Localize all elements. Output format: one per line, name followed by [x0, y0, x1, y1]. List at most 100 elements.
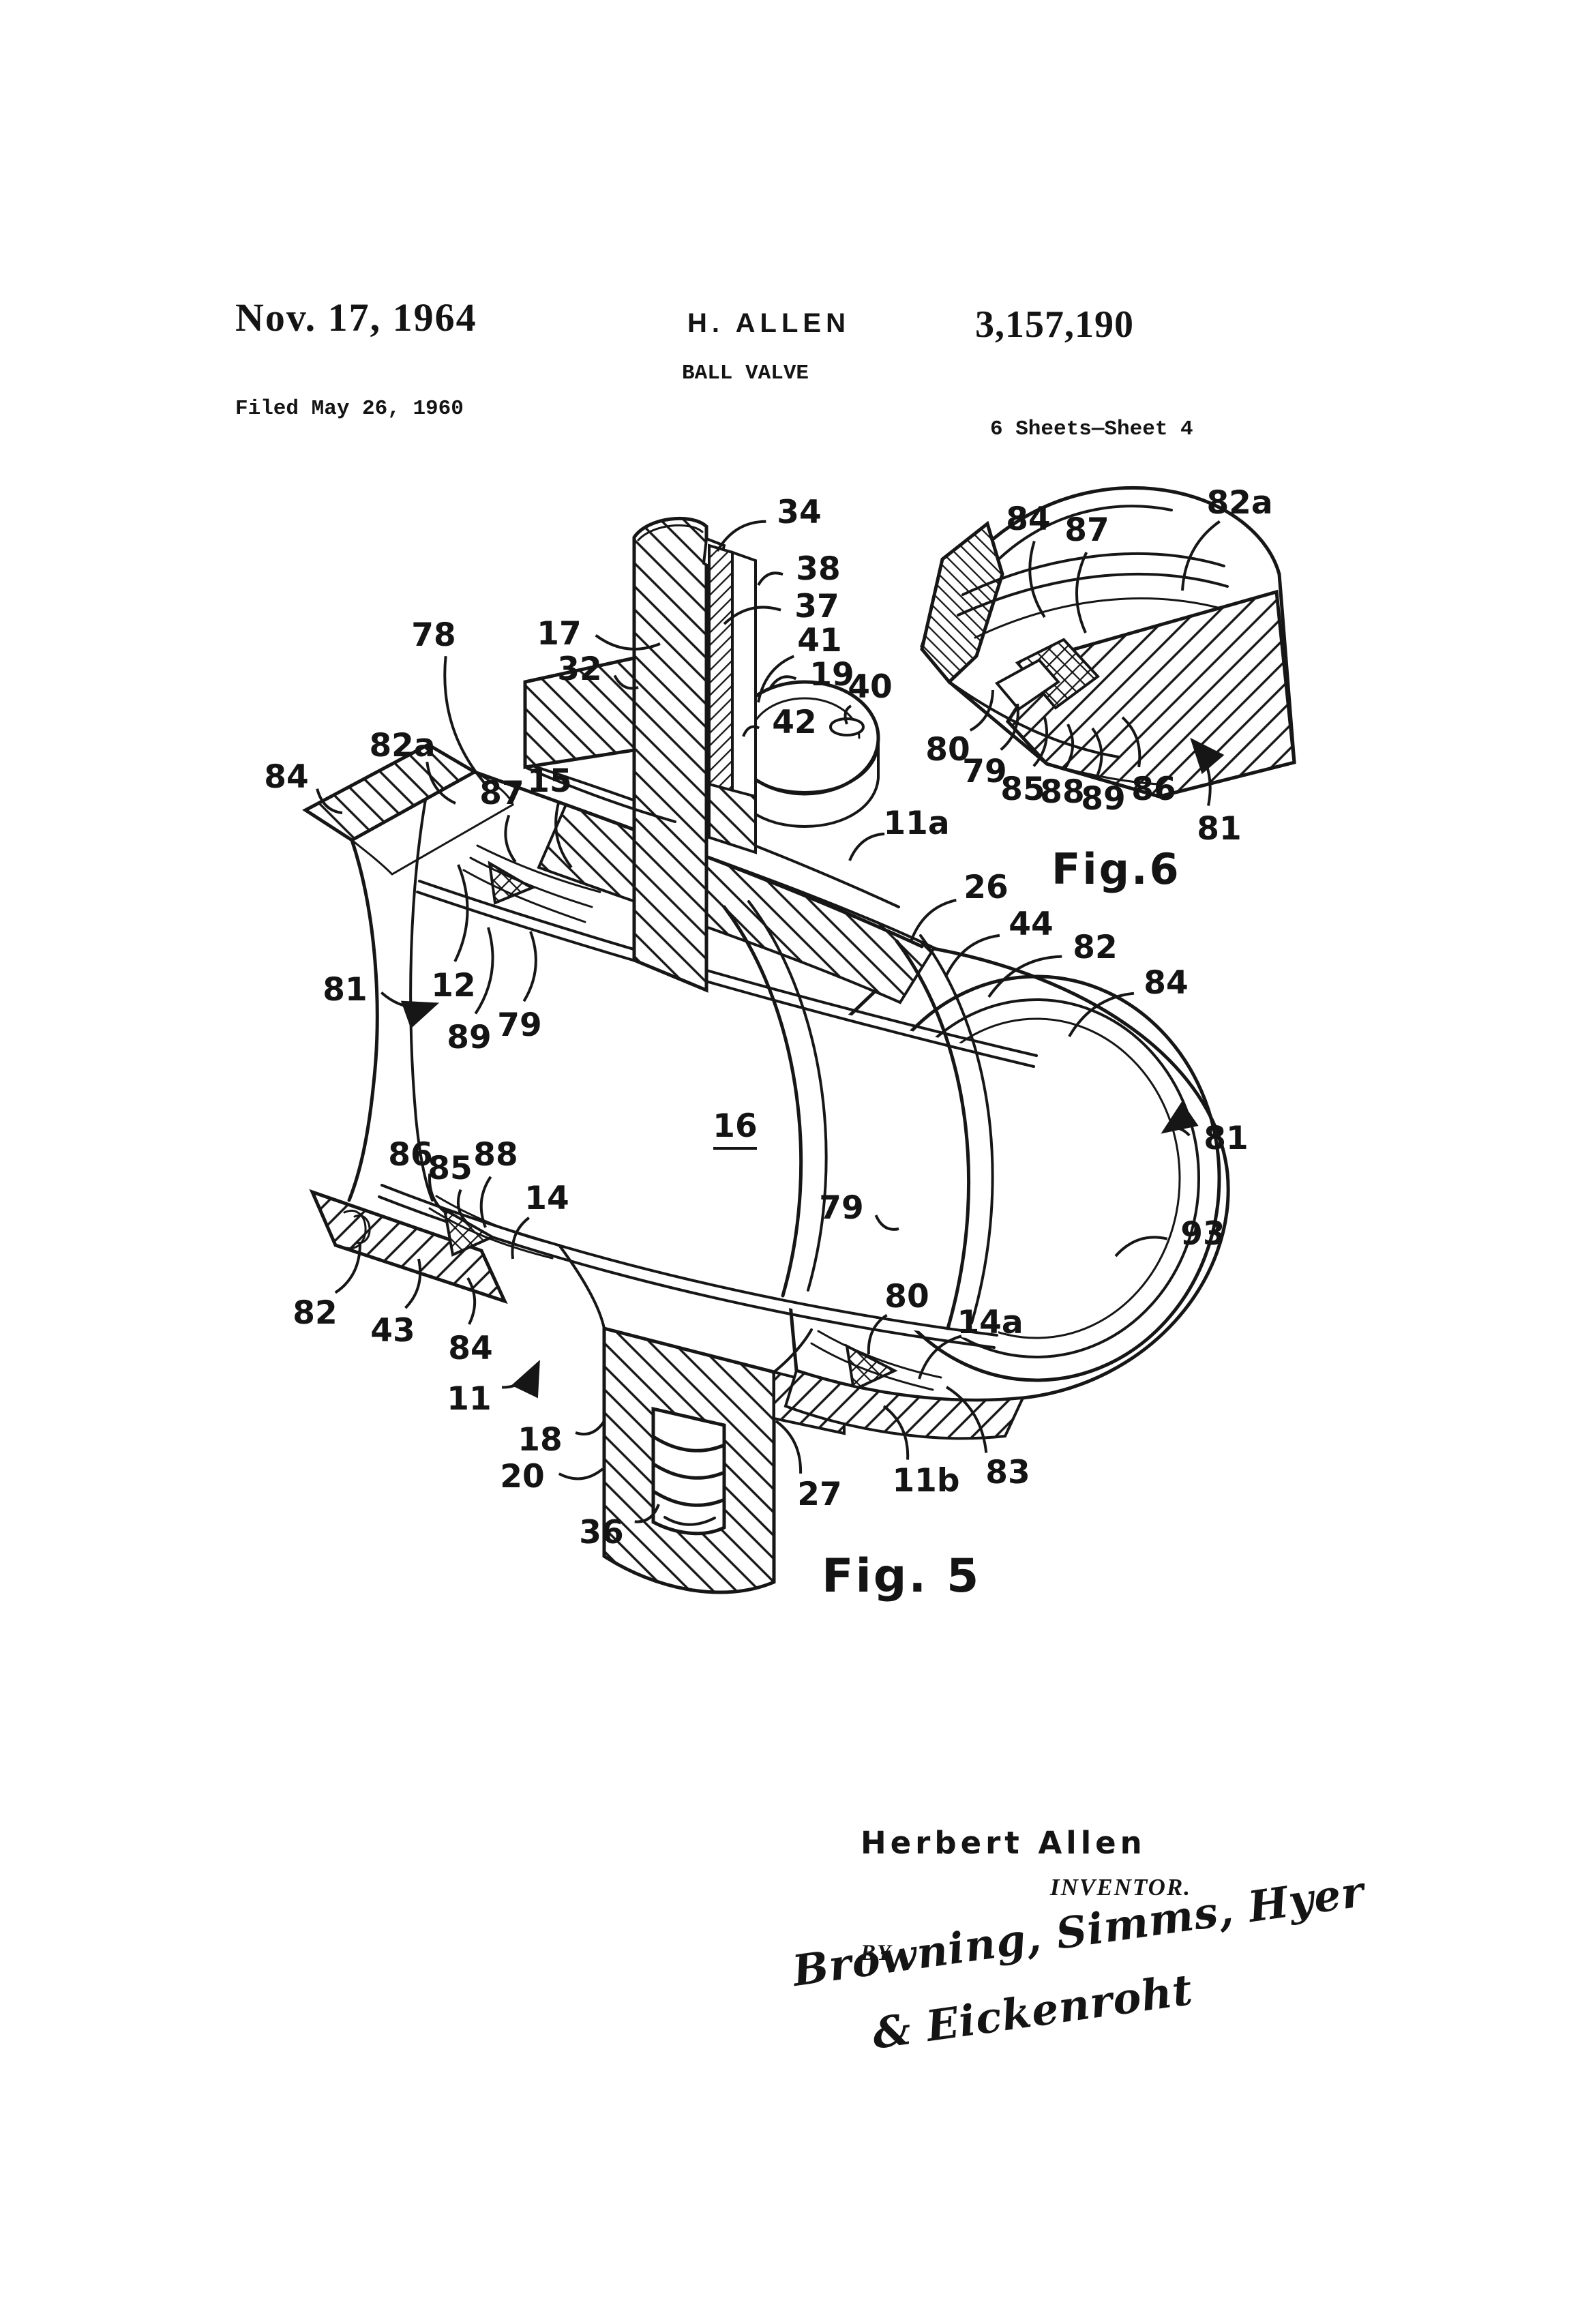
leader-line [1032, 717, 1048, 767]
ref-label-12: 12 [431, 967, 475, 1004]
leader-line [882, 1405, 910, 1460]
ref-label-81: 81 [1204, 1120, 1248, 1157]
leader-line [987, 955, 1062, 998]
spring-coil-3 [653, 1490, 725, 1507]
ref-label-93: 93 [1180, 1215, 1225, 1253]
stem-top-arc [637, 524, 704, 541]
patent-title: BALL VALVE [682, 361, 809, 385]
leader-line [769, 675, 797, 689]
ref-label-32: 32 [557, 651, 601, 688]
leader-line [502, 1360, 540, 1399]
ball-arc-left-2 [747, 900, 828, 1292]
patent-date: Nov. 17, 1964 [235, 295, 477, 340]
inventor-name: Herbert Allen [861, 1825, 1146, 1861]
trunnion-housing [602, 1326, 776, 1594]
ref-label-14a: 14a [957, 1304, 1023, 1341]
upper-seat-arc-3 [462, 869, 586, 923]
leader-line [910, 899, 957, 942]
lower-left-flange [309, 1189, 508, 1305]
flange-pin-arc-2 [353, 1215, 371, 1245]
leader-line [723, 606, 781, 625]
ref-label-26: 26 [964, 869, 1008, 906]
bore-top-edge-1 [418, 880, 1038, 1057]
leader-line [554, 802, 573, 869]
leader-line [1161, 1101, 1199, 1137]
leader-line [757, 571, 783, 586]
leader-line [1028, 540, 1046, 619]
stop-plate [729, 680, 880, 829]
spring-coil-2 [653, 1463, 725, 1480]
leader-line [1091, 727, 1103, 776]
ref-label-84: 84 [448, 1330, 492, 1367]
leader-line [1181, 520, 1221, 591]
leader-line [613, 674, 639, 690]
leader-line [575, 1420, 606, 1436]
leader-line [945, 1386, 988, 1453]
ref-label-82a: 82a [369, 727, 435, 764]
ref-label-89: 89 [1081, 780, 1125, 818]
ref-label-17: 17 [537, 615, 581, 653]
ref-label-86: 86 [388, 1136, 432, 1174]
upper-seat-arc-1 [476, 844, 601, 893]
ref-label-15: 15 [527, 762, 571, 800]
leader-line [428, 1173, 449, 1215]
ref-label-86: 86 [1131, 771, 1176, 808]
leader-line [1064, 724, 1075, 769]
leader-line [466, 1277, 477, 1325]
flange-pin-arc-1 [343, 1210, 367, 1250]
leader-line [757, 655, 795, 703]
fig6-bottom-edge [948, 681, 1120, 758]
leader-line [945, 934, 1000, 976]
fig6-seat-step [994, 658, 1060, 711]
ref-label-84: 84 [264, 758, 308, 796]
ref-label-79: 79 [819, 1189, 863, 1227]
stem-sleeve [708, 543, 734, 793]
fig6-ring-arc-2 [957, 573, 1229, 616]
ref-label-81: 81 [1197, 810, 1241, 848]
fig6-ring-arc-1 [961, 552, 1225, 596]
ref-label-11a: 11a [883, 805, 949, 842]
leader-line [404, 1258, 422, 1309]
ball-arc-right [895, 939, 971, 1330]
fig6-ring-arc-3 [974, 597, 1222, 639]
ref-label-11: 11 [447, 1380, 491, 1418]
leader-line [1190, 737, 1225, 806]
leader-line [504, 814, 517, 863]
bonnet-right-base [708, 782, 757, 854]
ref-label-85: 85 [1000, 771, 1045, 808]
ref-label-82a: 82a [1206, 484, 1272, 522]
stem-assembly [523, 516, 757, 993]
funnel-left [558, 1244, 606, 1330]
leader-line [443, 655, 487, 786]
ref-label-44: 44 [1009, 906, 1053, 943]
ref-label-80: 80 [884, 1278, 929, 1315]
inventor-label: INVENTOR. [1050, 1874, 1191, 1901]
ref-label-87: 87 [479, 775, 524, 812]
fig5-drawing [302, 516, 1230, 1594]
ref-label-27: 27 [797, 1476, 841, 1513]
stem-sleeve-outer [731, 550, 757, 799]
lower-seat-arc-1 [435, 1195, 561, 1247]
ref-label-38: 38 [796, 550, 840, 588]
ball-arc-left [722, 905, 803, 1298]
ref-label-89: 89 [447, 1019, 491, 1056]
ref-label-84: 84 [1144, 964, 1188, 1002]
leader-line [522, 931, 537, 1002]
leader-line [848, 832, 885, 861]
leader-line [775, 1420, 803, 1474]
ref-label-80: 80 [925, 731, 970, 769]
ref-label-16: 16 [713, 1107, 757, 1145]
leader-line [1075, 552, 1088, 634]
fig6-bottom-edge-2 [1045, 762, 1161, 786]
ref-label-87: 87 [1064, 511, 1109, 549]
ref-label-83: 83 [985, 1454, 1030, 1491]
ref-label-84: 84 [1006, 501, 1050, 538]
lower-right-seat-arc-2 [810, 1342, 934, 1391]
spring-seat-cup [663, 1516, 716, 1526]
leader-line [456, 1189, 468, 1223]
ref-label-11b: 11b [892, 1462, 959, 1500]
ref-label-85: 85 [428, 1150, 472, 1187]
ref-label-40: 40 [848, 668, 892, 706]
